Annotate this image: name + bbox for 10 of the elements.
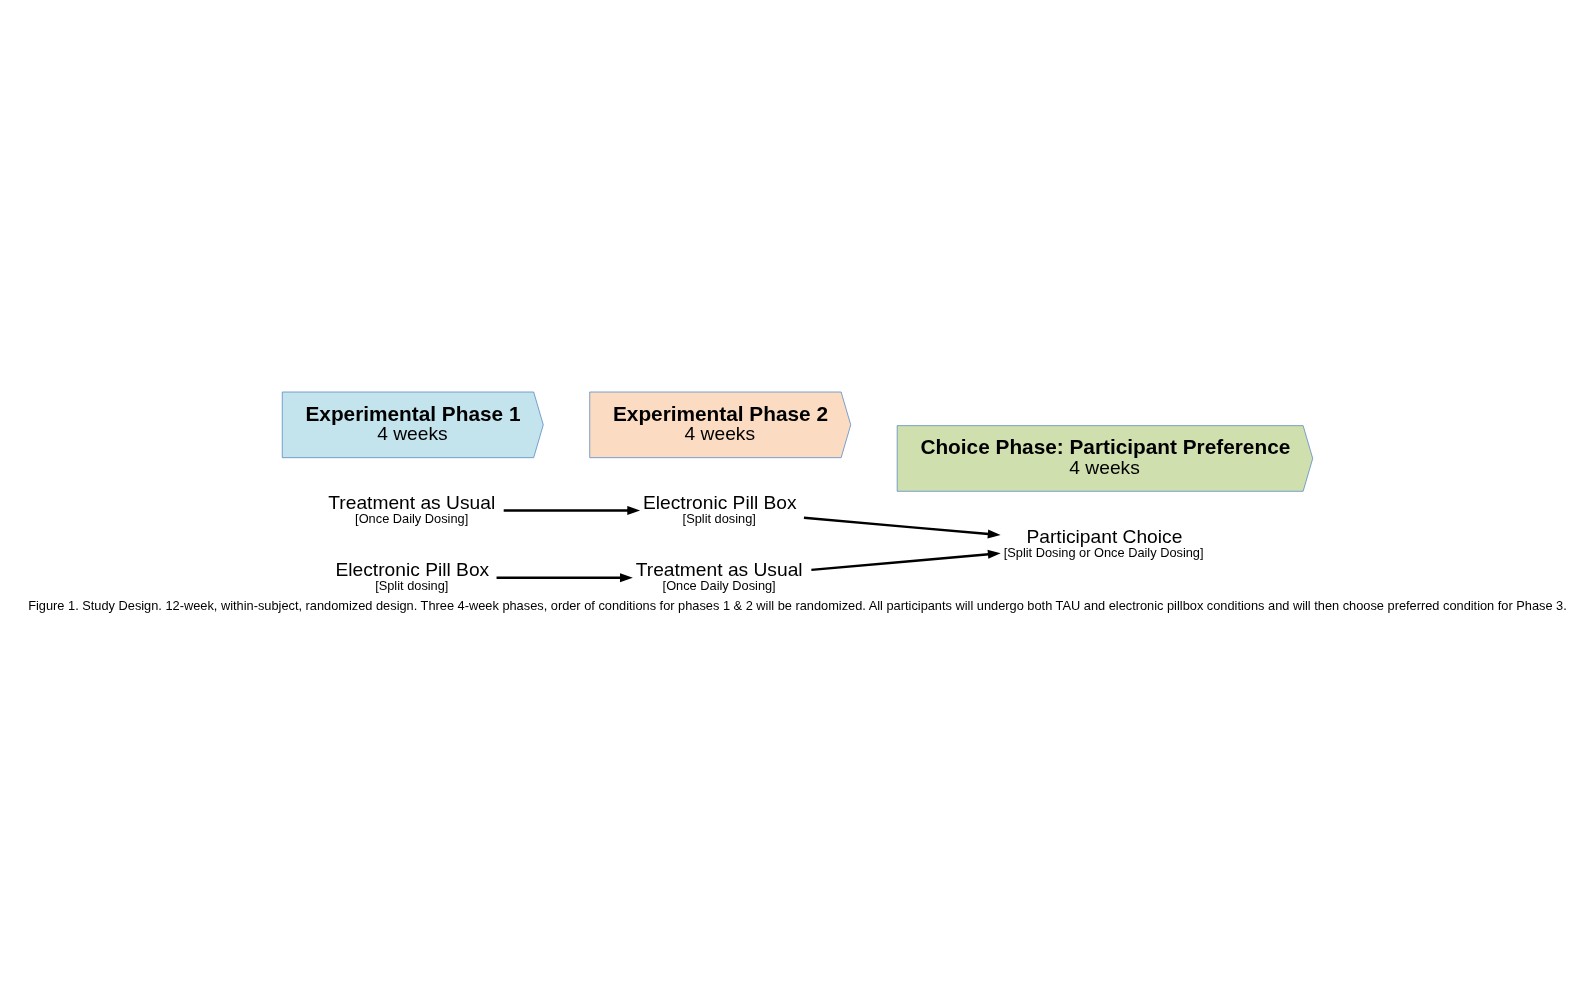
node-text: Treatment as Usual [Once Daily Dosing] — [328, 491, 496, 526]
arrow — [496, 572, 633, 582]
node-text: Participant Choice [Split Dosing or Once Daily Dosing] — [1003, 525, 1204, 560]
node-text: Electronic Pill Box [Split dosing] — [335, 558, 490, 593]
arrow — [503, 505, 641, 515]
node-text: Electronic Pill Box [Split dosing] — [642, 491, 797, 526]
arrow — [811, 549, 1001, 571]
caption: Figure 1. Study Design. 12-week, within-subject, randomized design. Three 4-week phases, order of conditions for phases 1 & 2 will be randomized. All participants will undergo both TAU and electronic pillbox conditions and will then choose preferred condition for Phase 3. — [28, 597, 1567, 613]
node-text: Treatment as Usual [Once Daily Dosing] — [635, 558, 803, 593]
arrow — [803, 516, 1001, 538]
